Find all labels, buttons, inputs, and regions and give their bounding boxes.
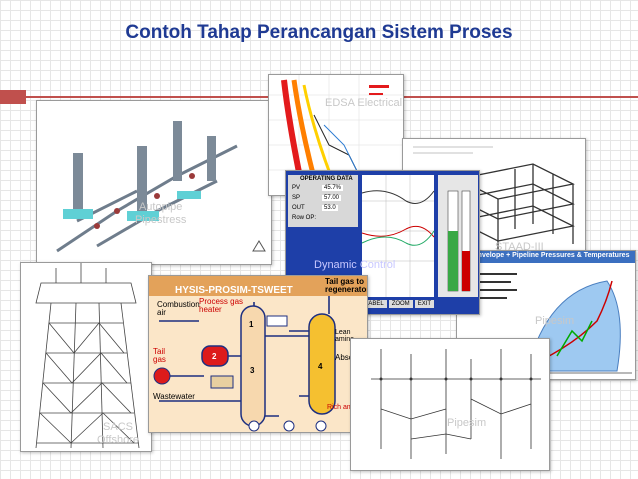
op-row-value: 57.00 (322, 195, 342, 201)
combustion-air-label: Combustion air (157, 300, 200, 317)
pipesim-network-drawing (351, 339, 549, 470)
hysys-title: HYSIS-PROSIM-TSWEET (175, 285, 293, 296)
autopipe-panel: Autopipe Pipestress (36, 100, 272, 265)
envelope-label: Pipesim (535, 315, 575, 327)
op-row-value: 53.0 (322, 205, 338, 211)
pipesim-label: Pipesim (447, 417, 487, 429)
dynamic-control-label: Dynamic Control (314, 259, 396, 271)
dynamic-control-panel: OPERATING DATA PV 45.7% SP 57.00 OUT 53.… (285, 170, 480, 315)
lean-amine-label: Lean amine (335, 329, 355, 343)
edsa-label: EDSA Electrical (325, 97, 403, 109)
rich-amine-label: Rich amine (327, 404, 363, 411)
unit-3-label: 3 (250, 366, 255, 375)
envelope-title: Envelope + Pipeline Pressures & Temperat… (473, 252, 630, 259)
hysys-panel: HYSIS-PROSIM-TSWEET Combustion air Proce… (148, 275, 368, 433)
op-row-value: 45.7% (322, 185, 344, 191)
tail-gas-label: Tail gas (153, 347, 166, 364)
op-row-pv: PV 45.7% (292, 185, 354, 191)
dynamic-control-drawing (286, 171, 479, 314)
slide-title: Contoh Tahap Perancangan Sistem Proses (125, 22, 513, 43)
sacs-label: SACS Offshore (97, 421, 139, 446)
op-row-name: PV (292, 185, 301, 191)
op-row-name: OUT (292, 205, 305, 211)
unit-4-label: 4 (318, 362, 323, 371)
label-button[interactable]: LABEL (362, 300, 387, 308)
dynamic-buttons: LABEL ZOOM EXIT (362, 300, 435, 308)
autopipe-label: Autopipe Pipestress (135, 201, 187, 226)
hysys-flowsheet-drawing (149, 276, 367, 432)
sacs-panel: SACS Offshore (20, 262, 152, 452)
op-row-name: SP (292, 195, 301, 201)
op-row-out: OUT 53.0 (292, 205, 354, 211)
op-row-sp: SP 57.00 (292, 195, 354, 201)
exit-button[interactable]: EXIT (414, 300, 435, 308)
zoom-button[interactable]: ZOOM (388, 300, 413, 308)
process-gas-heater-label: Process gas heater (199, 297, 244, 314)
accent-bar (0, 90, 26, 104)
operating-data-title: OPERATING DATA (300, 176, 353, 182)
op-row-label: Row OP: (292, 215, 317, 221)
unit-2-label: 2 (212, 352, 217, 361)
pipesim-panel: Pipesim (350, 338, 550, 471)
pipe-model-drawing (37, 101, 271, 264)
unit-1-label: 1 (249, 320, 254, 329)
tail-gas-regen-label: Tail gas to regenerator (325, 277, 368, 294)
wastewater-label: Wastewater (153, 392, 195, 401)
sacs-jacket-drawing (21, 263, 151, 451)
